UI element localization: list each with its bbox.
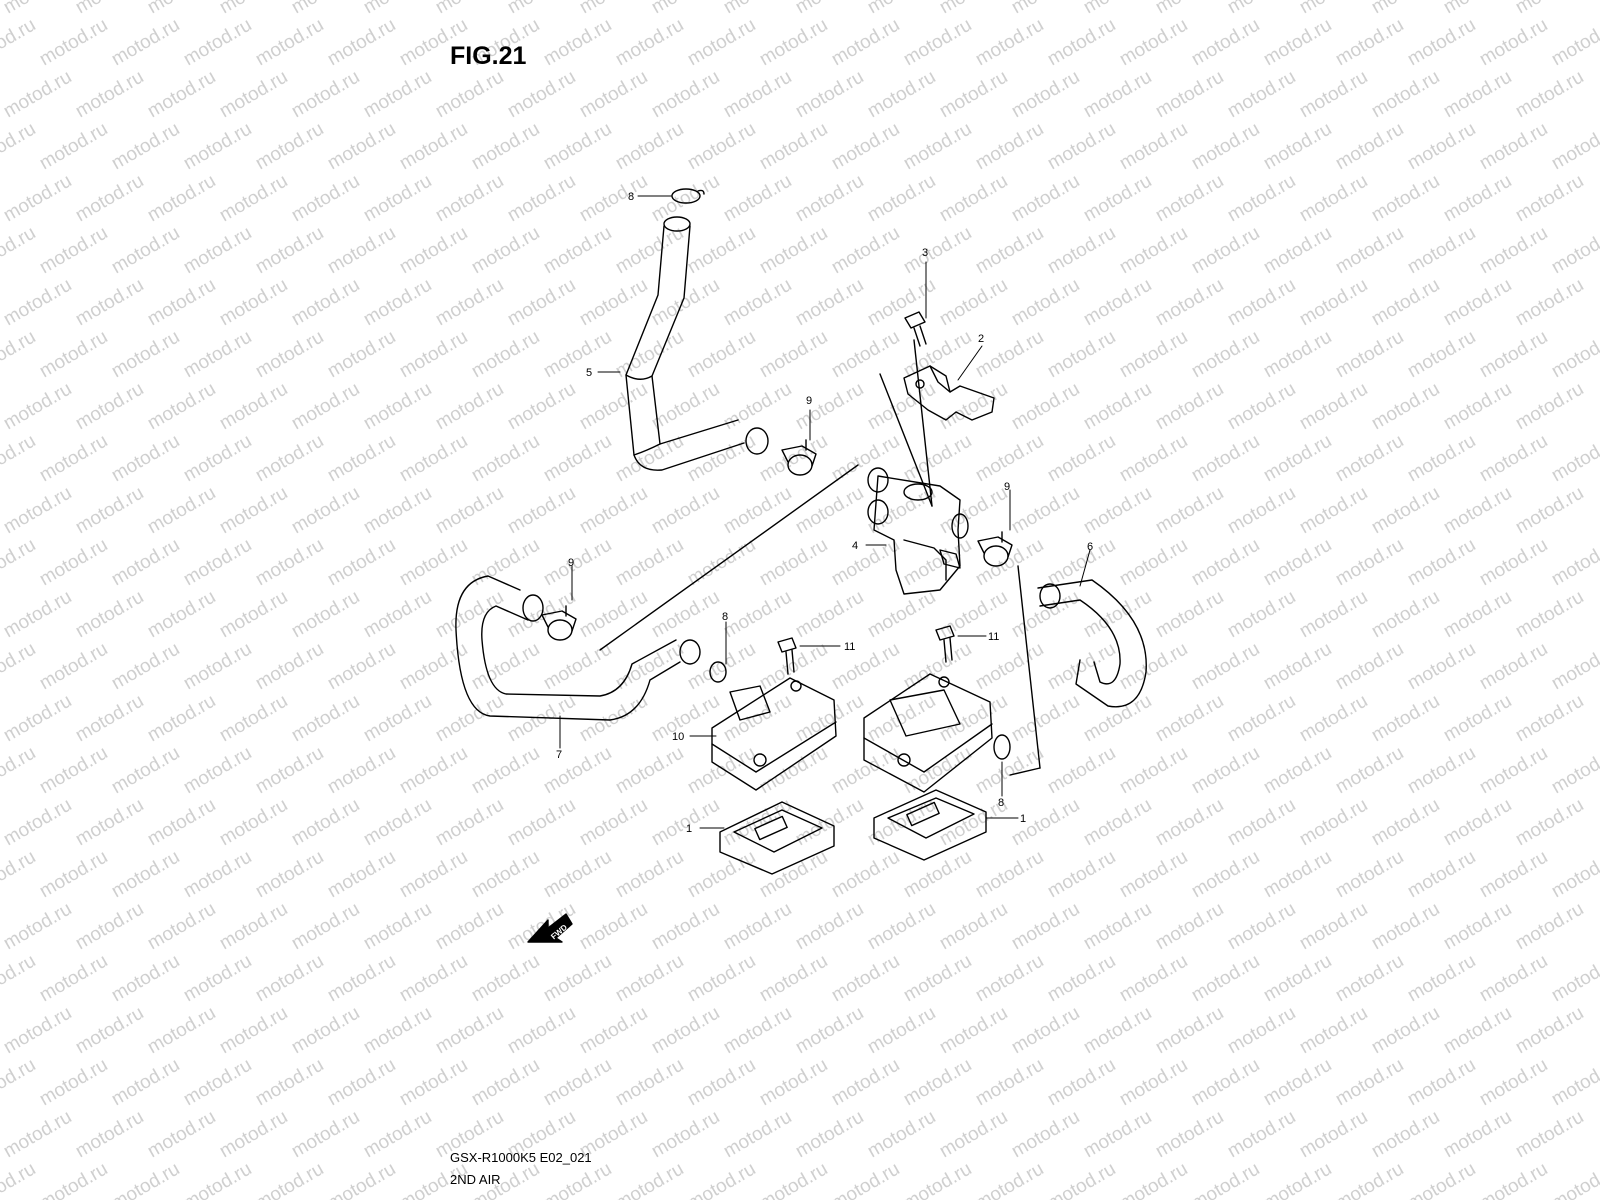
callout-11-right: 11 — [988, 631, 999, 643]
callout-1-left: 1 — [686, 823, 692, 835]
callout-9-left: 9 — [568, 557, 574, 569]
callout-10: 10 — [672, 731, 684, 743]
fwd-arrow: FWD — [527, 913, 573, 943]
callout-1-right: 1 — [1020, 813, 1026, 825]
callout-6: 6 — [1087, 541, 1093, 553]
part-1-reed-left — [719, 801, 835, 875]
part-6-hose — [1037, 579, 1147, 708]
part-4-valve — [867, 467, 969, 595]
part-2-bracket — [903, 365, 995, 421]
callout-leaders — [559, 195, 1091, 829]
callout-11-left: 11 — [844, 641, 855, 653]
callout-7: 7 — [556, 749, 562, 761]
callout-8-top: 8 — [628, 191, 634, 203]
part-3-bolt — [904, 311, 927, 347]
part-8-oring-left — [709, 661, 727, 683]
part-5-hose — [625, 216, 769, 471]
part-7-hose — [455, 575, 701, 721]
section-name: 2ND AIR — [450, 1172, 501, 1187]
callout-9-right: 9 — [1004, 481, 1010, 493]
callout-3: 3 — [922, 247, 928, 259]
part-8-oring-right — [993, 734, 1011, 760]
part-11-bolt-left — [777, 637, 797, 675]
callout-5: 5 — [586, 367, 592, 379]
part-10-cover-left — [711, 677, 837, 791]
callout-4: 4 — [852, 540, 858, 552]
model-code: GSX-R1000K5 E02_021 — [450, 1150, 592, 1165]
callout-9-upper: 9 — [806, 395, 812, 407]
part-1-reed-right — [873, 789, 987, 861]
part-11-bolt-right — [935, 625, 955, 663]
part-10-cover-right — [863, 673, 993, 793]
callout-8-right: 8 — [998, 797, 1004, 809]
part-9-clamp-right — [977, 531, 1013, 567]
part-9-clamp-left — [541, 605, 577, 641]
figure-title: FIG.21 — [450, 42, 527, 70]
callout-2: 2 — [978, 333, 984, 345]
part-9-clamp-upper — [781, 439, 817, 476]
assembly-lines — [599, 339, 1041, 776]
part-8-oring-top — [671, 188, 705, 204]
callout-8-left: 8 — [722, 611, 728, 623]
